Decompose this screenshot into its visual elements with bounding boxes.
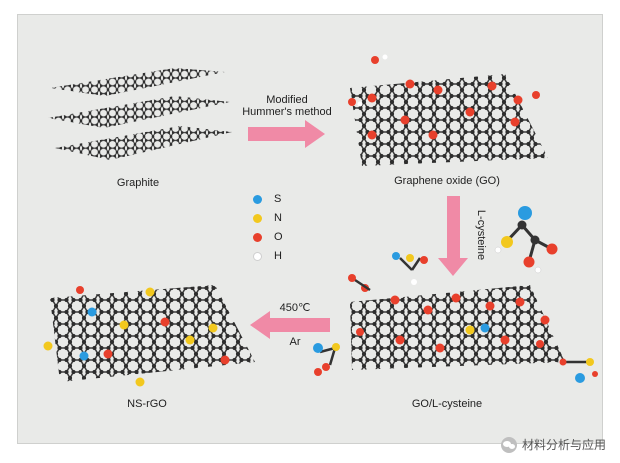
label-nsrgo: NS-rGO xyxy=(127,398,167,410)
graphite-sheet-1 xyxy=(50,68,225,96)
watermark: 材料分析与应用 xyxy=(500,436,606,453)
label-graphite: Graphite xyxy=(116,177,160,189)
label-step2: L-cysteine xyxy=(475,209,487,261)
legend-label-n: N xyxy=(274,212,282,224)
lcysteine-right xyxy=(559,358,598,383)
legend-label-h: H xyxy=(274,250,282,262)
lcysteine-topleft xyxy=(348,274,371,292)
label-step3-temp: 450℃ xyxy=(279,302,311,314)
label-go: Graphene oxide (GO) xyxy=(394,175,500,187)
go-lcysteine-sheet xyxy=(313,252,598,383)
graphite-stack xyxy=(48,68,232,160)
legend-dot-h xyxy=(253,251,262,261)
legend-dot-n xyxy=(253,213,262,223)
label-go-lcysteine: GO/L-cysteine xyxy=(411,398,483,410)
arrow-step2 xyxy=(438,196,468,276)
legend-item-h: H xyxy=(253,249,282,263)
lcysteine-left xyxy=(313,343,340,376)
legend-label-s: S xyxy=(274,193,282,205)
label-step1-line2: Hummer's method xyxy=(242,106,332,118)
label-step1-line1: Modified xyxy=(266,94,308,106)
wechat-icon xyxy=(500,436,517,453)
graphite-sheet-2 xyxy=(48,96,230,128)
legend-dot-s xyxy=(253,194,262,204)
nsrgo-sheet xyxy=(43,285,255,387)
lcysteine-top xyxy=(392,252,428,285)
legend-label-o: O xyxy=(274,231,283,243)
arrow-step1 xyxy=(248,120,325,148)
watermark-text: 材料分析与应用 xyxy=(521,438,606,452)
go-sheet xyxy=(348,54,548,166)
legend-item-s: S xyxy=(253,192,281,206)
label-step3-gas: Ar xyxy=(289,336,301,348)
graphite-sheet-3 xyxy=(55,126,232,160)
lcysteine-molecule xyxy=(494,206,558,274)
arrow-step3 xyxy=(250,311,330,339)
legend-item-o: O xyxy=(253,230,283,244)
legend-dot-o xyxy=(253,232,262,242)
legend-item-n: N xyxy=(253,211,282,225)
